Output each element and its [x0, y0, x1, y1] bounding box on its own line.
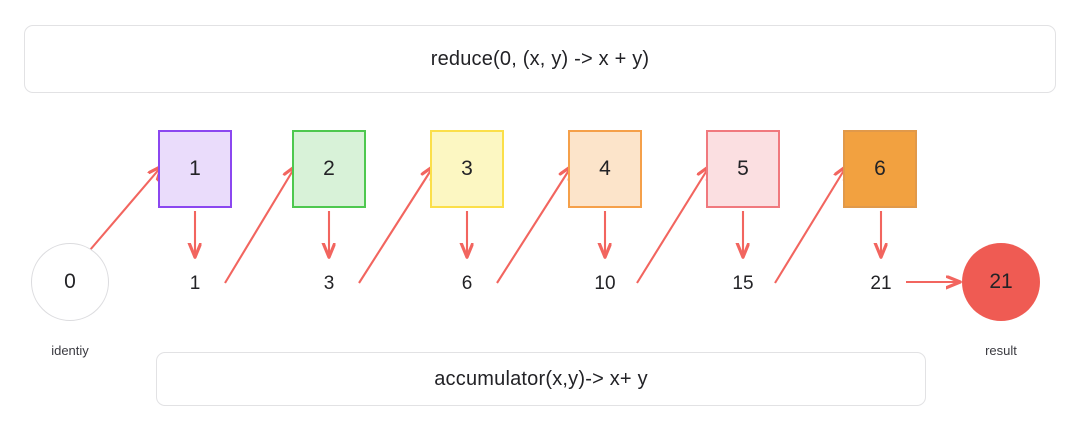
element-box-6: 6	[843, 130, 917, 208]
element-box-5-value: 5	[737, 157, 749, 180]
element-box-4: 4	[568, 130, 642, 208]
arrow-acc-2-to-box-3	[358, 167, 433, 284]
accumulator-value-6: 21	[870, 273, 892, 294]
result-value: 21	[989, 270, 1013, 293]
accumulator-value-3: 6	[461, 273, 473, 294]
accumulator-value-4: 10	[594, 273, 616, 294]
element-box-3: 3	[430, 130, 504, 208]
result-caption: result	[985, 343, 1017, 358]
element-box-3-value: 3	[461, 157, 473, 180]
reduce-expression-banner: reduce(0, (x, y) -> x + y)	[24, 25, 1056, 93]
arrow-acc-1-to-box-2	[224, 167, 295, 284]
accumulator-value-5: 15	[732, 273, 754, 294]
element-box-4-value: 4	[599, 157, 611, 180]
element-box-2-value: 2	[323, 157, 335, 180]
arrow-identity-to-box-1	[89, 167, 161, 251]
accumulator-value-2: 3	[323, 273, 335, 294]
arrow-acc-3-to-box-4	[496, 167, 571, 284]
result-circle: 21	[962, 243, 1040, 321]
element-box-6-value: 6	[874, 157, 886, 180]
identity-value: 0	[64, 270, 76, 293]
element-box-1-value: 1	[189, 157, 201, 180]
arrow-acc-4-to-box-5	[636, 167, 709, 284]
arrow-acc-5-to-box-6	[774, 167, 846, 284]
accumulator-expression-banner: accumulator(x,y)-> x+ y	[156, 352, 926, 406]
identity-circle: 0	[31, 243, 109, 321]
accumulator-value-1: 1	[189, 273, 201, 294]
element-box-5: 5	[706, 130, 780, 208]
identity-caption: identiy	[51, 343, 89, 358]
element-box-2: 2	[292, 130, 366, 208]
element-box-1: 1	[158, 130, 232, 208]
